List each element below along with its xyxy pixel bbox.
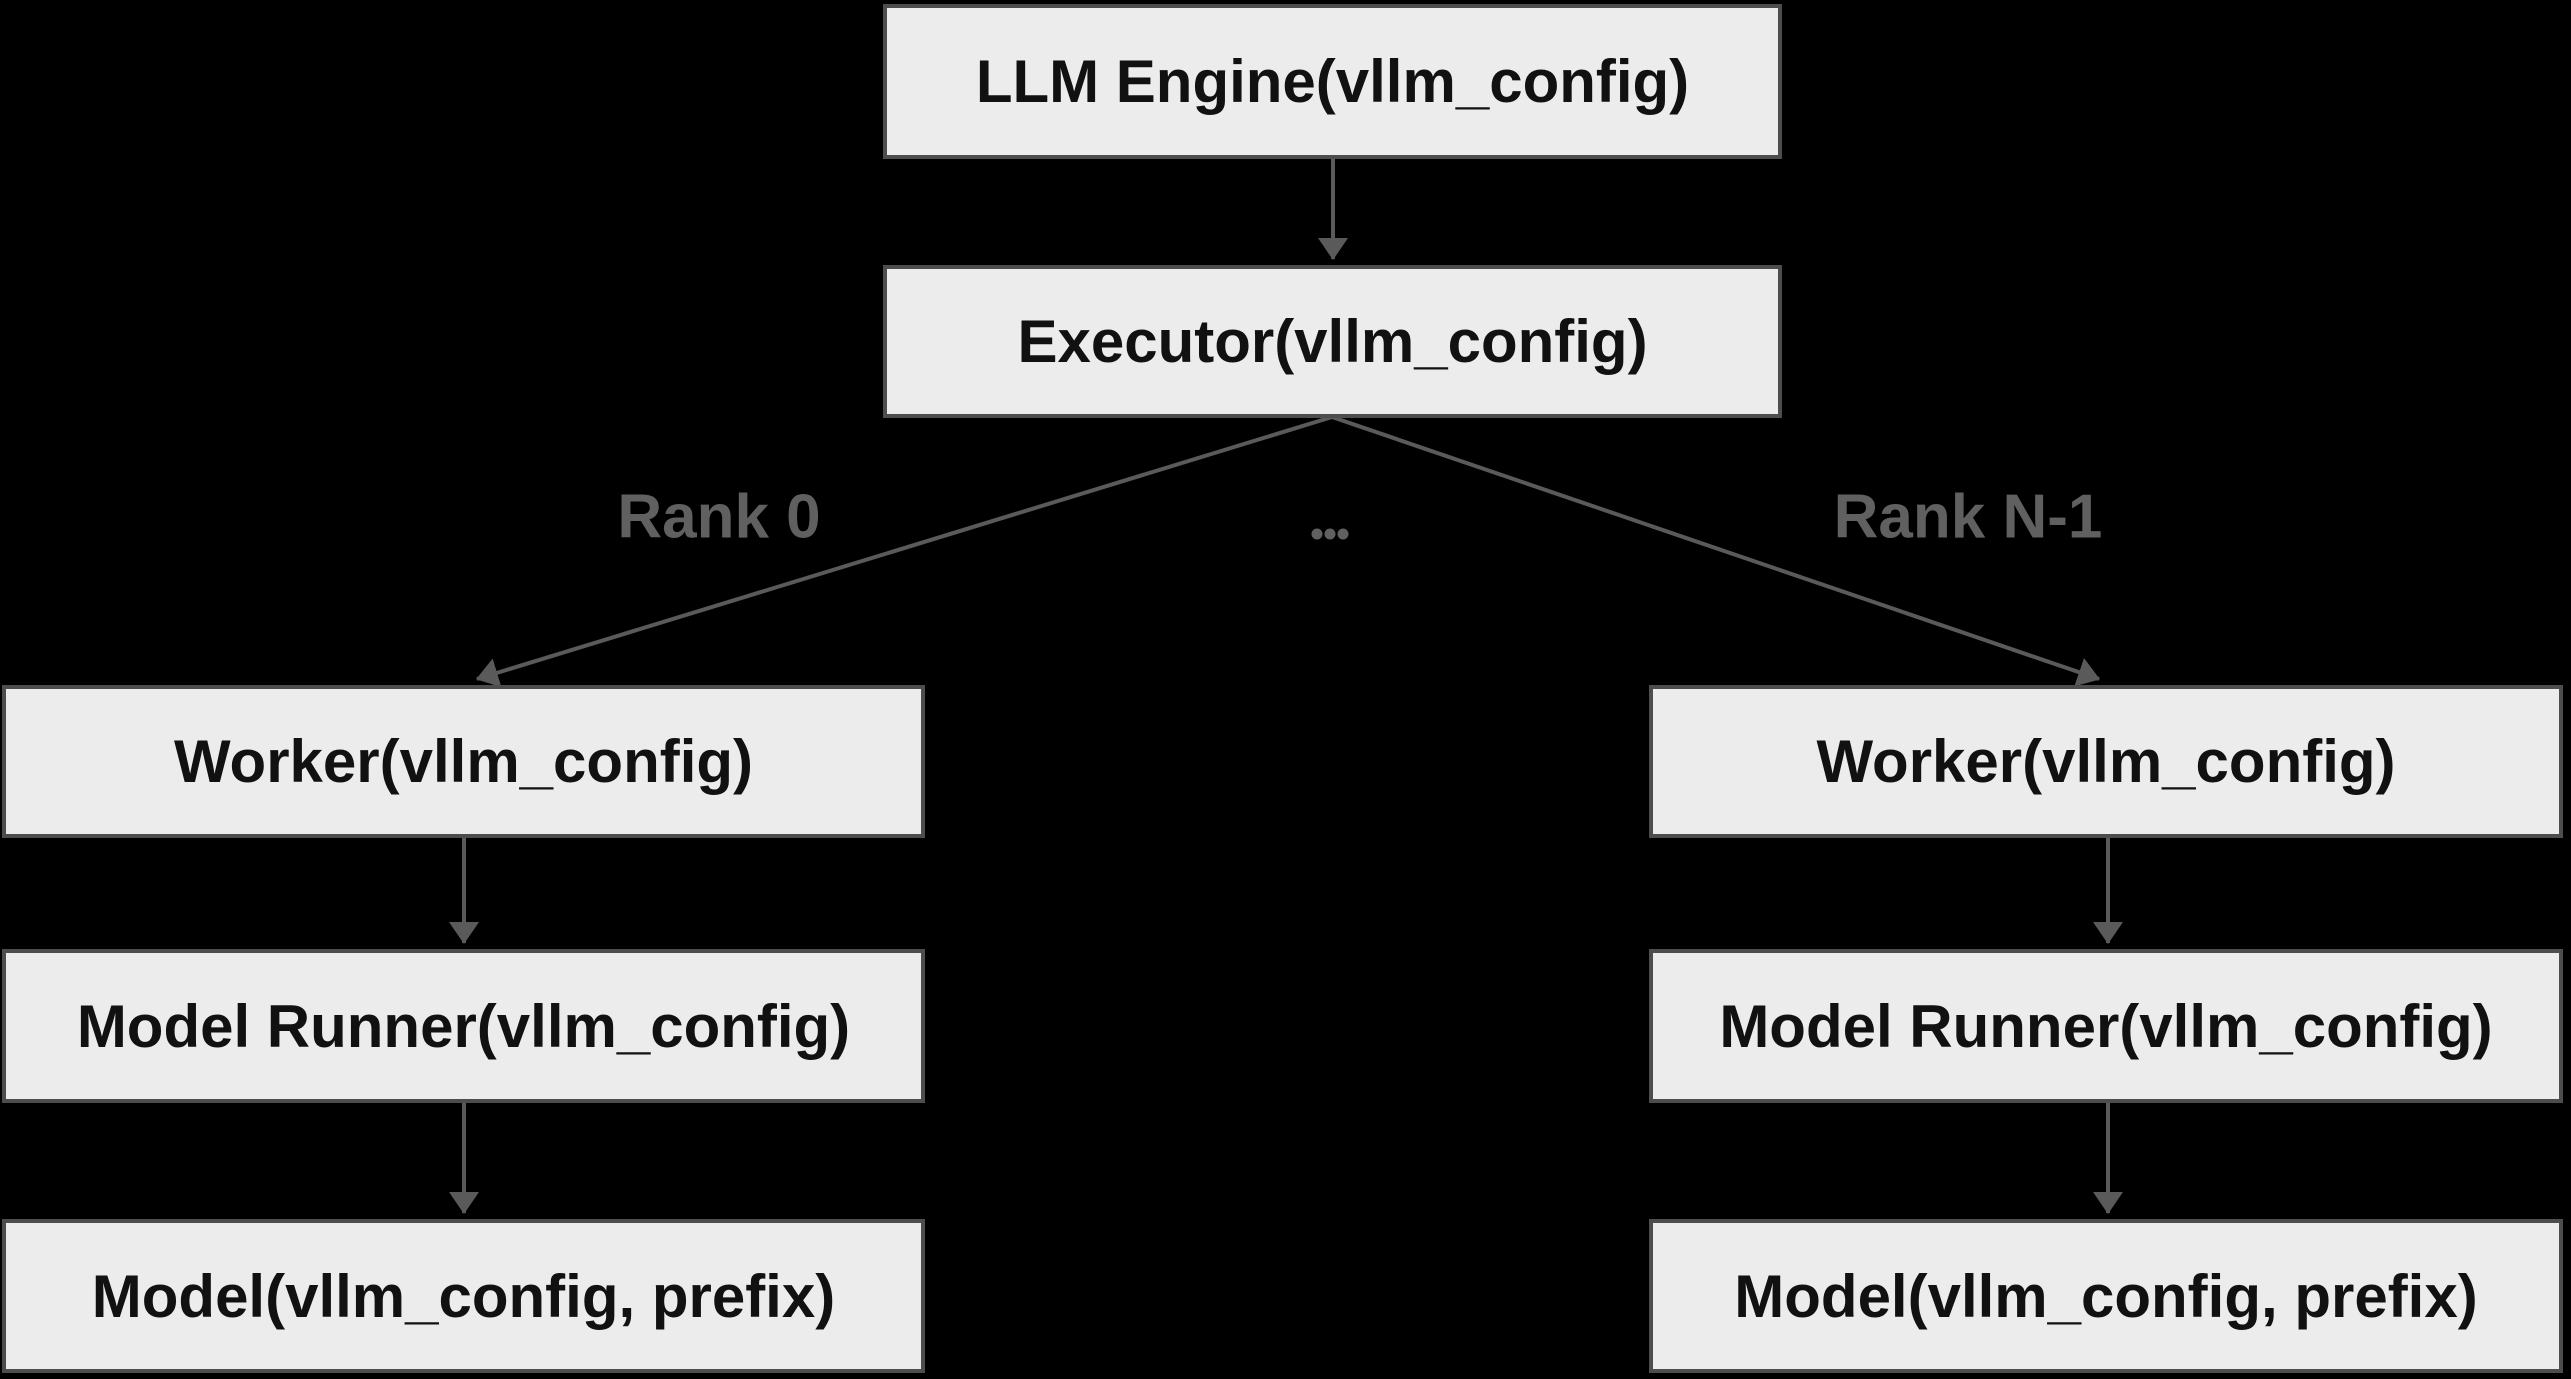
node-model-left: Model(vllm_config, prefix): [2, 1219, 925, 1373]
node-worker-right: Worker(vllm_config): [1649, 685, 2563, 838]
ellipsis-label: …: [1311, 528, 1349, 540]
node-worker-left: Worker(vllm_config): [2, 685, 925, 838]
node-llm-engine-label: LLM Engine(vllm_config): [975, 48, 1690, 115]
ellipsis-dot: [1311, 528, 1323, 540]
edge-label-rank-0: Rank 0: [617, 482, 821, 552]
node-model-runner-left-label: Model Runner(vllm_config): [76, 992, 851, 1060]
edge-executor-to-worker-left: [476, 415, 1333, 688]
node-model-runner-right: Model Runner(vllm_config): [1649, 949, 2563, 1103]
node-model-runner-left: Model Runner(vllm_config): [2, 949, 925, 1103]
ellipsis-dot: [1337, 528, 1349, 540]
node-model-right-label: Model(vllm_config, prefix): [1734, 1262, 2478, 1330]
node-model-right: Model(vllm_config, prefix): [1649, 1219, 2563, 1373]
node-model-runner-right-label: Model Runner(vllm_config): [1719, 992, 2493, 1060]
node-model-left-label: Model(vllm_config, prefix): [91, 1262, 836, 1330]
edge-executor-to-worker-right: [1331, 415, 2100, 687]
ellipsis-dot: [1324, 528, 1336, 540]
node-worker-left-label: Worker(vllm_config): [174, 728, 753, 795]
node-executor: Executor(vllm_config): [883, 265, 1782, 418]
node-llm-engine: LLM Engine(vllm_config): [883, 4, 1782, 159]
edge-label-rank-n-1: Rank N-1: [1833, 482, 2103, 552]
node-worker-right-label: Worker(vllm_config): [1816, 728, 2396, 795]
node-executor-label: Executor(vllm_config): [1017, 308, 1648, 375]
